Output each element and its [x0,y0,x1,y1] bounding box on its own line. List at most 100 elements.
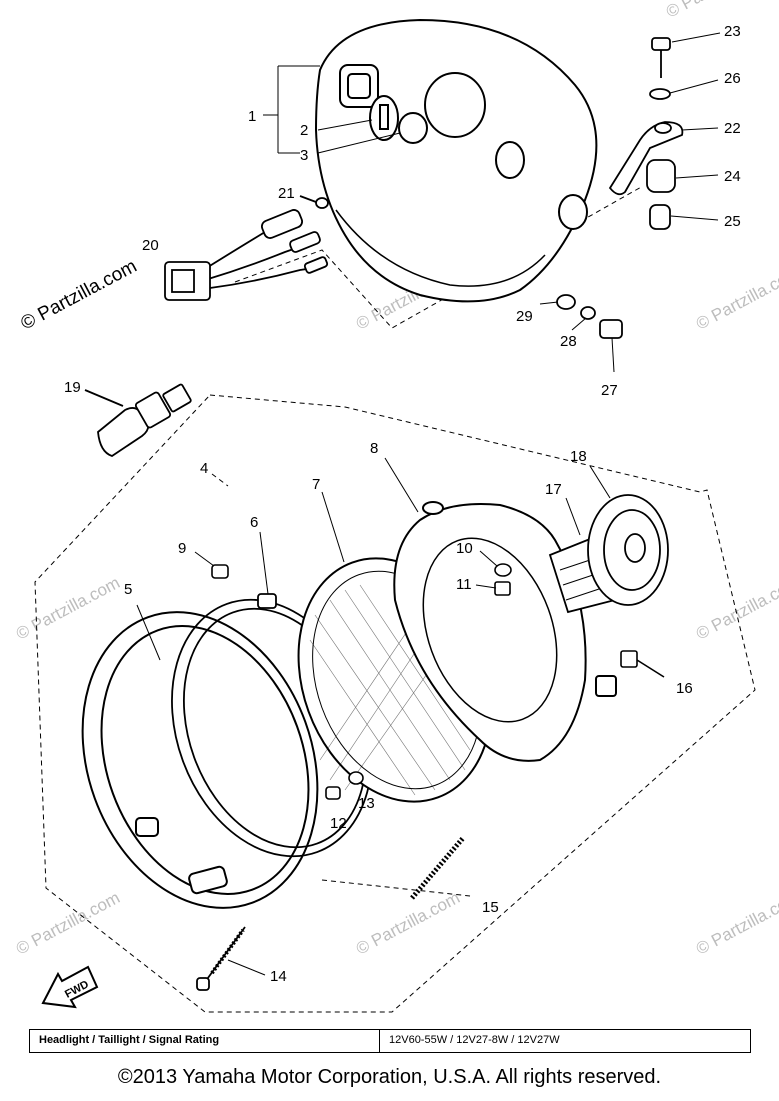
leader-24 [675,174,719,179]
leader-18 [589,465,611,499]
rim-inner [100,625,310,895]
adjust-screw-14-thread [210,928,245,975]
watermark-dark: © Partzilla.com [17,256,140,335]
bulb-socket-assembly [548,494,669,614]
callout-18: 18 [570,448,587,465]
collar-25 [649,204,671,230]
callout-22: 22 [724,120,741,137]
callout-6: 6 [250,514,258,531]
callout-14: 14 [270,968,287,985]
watermark: © Partzilla.com [663,0,773,22]
leader-23 [671,32,721,43]
rim-tab [135,817,159,837]
small-hardware [211,563,665,800]
damper-24 [646,159,676,193]
screw-21 [299,195,329,209]
leader-14 [227,959,266,976]
body-shell [393,503,587,762]
washer-28 [580,306,596,320]
grommet-parts [369,95,428,144]
callout-29: 29 [516,308,533,325]
leader-3 [317,132,401,154]
callout-leaders [136,32,721,661]
callout-leader-4 [211,473,229,487]
watermark: © Partzilla.com [693,263,779,334]
housing-hole-large [424,72,486,138]
callout-7: 7 [312,476,320,493]
leader-9 [194,551,215,567]
rating-table: Headlight / Taillight / Signal Rating 12… [29,1029,751,1053]
housing-fasteners [556,294,623,339]
adjust-spring-15 [410,836,465,900]
headlight-rim [81,611,319,909]
callout-10: 10 [456,540,473,557]
rim-tab [188,865,228,895]
washer-29 [556,294,576,310]
nut-11 [494,581,511,596]
cover-18-center [624,533,646,563]
rim-outer [81,611,319,909]
washer-26 [649,88,671,100]
wire-sleeve [260,209,304,239]
leader-8 [384,457,419,513]
watermark: © Partzilla.com [353,888,463,959]
connector-face [171,269,195,293]
callout-15: 15 [482,899,499,916]
mount-bracket-parts [608,37,684,230]
callout-21: 21 [278,185,295,202]
callout-19: 19 [64,379,81,396]
watermark: © Partzilla.com [693,573,779,644]
fwd-arrow-icon: FWD [41,965,99,1009]
screw-head [315,197,329,209]
body-tab [422,501,444,515]
callout-8: 8 [370,440,378,457]
screw-leader [299,195,317,203]
copyright-notice: ©2013 Yamaha Motor Corporation, U.S.A. A… [117,1066,662,1088]
callout-17: 17 [545,481,562,498]
wire-harness [164,209,329,301]
watermark: © Partzilla.com [693,888,779,959]
adjust-screw-14-head [196,977,210,991]
bracket-22-hole [654,122,672,134]
leader-27 [611,337,615,373]
watermark: © Partzilla.com [13,888,123,959]
callout-20: 20 [142,237,159,254]
leader-10 [479,550,498,567]
body-opening [422,537,558,723]
bracket-22 [608,121,684,196]
screw-9 [211,564,229,579]
leader-6 [259,531,269,595]
bulb-base [134,391,172,429]
bolt-27 [599,319,623,339]
watermark: © Partzilla.com [13,573,123,644]
bulb-terminal [162,383,192,413]
screw-12 [325,786,341,800]
leader-5 [136,604,161,661]
callout-12: 12 [330,815,347,832]
leader-28 [571,317,587,331]
washer-13 [348,771,364,785]
callout-4: 4 [200,460,208,477]
wire-terminal [303,256,329,274]
bulb-glass [97,407,150,457]
grommet-cap [398,112,428,144]
body-bracket [595,675,617,697]
nut-10 [494,563,512,577]
rating-label: Headlight / Taillight / Signal Rating [30,1030,380,1052]
callout-28: 28 [560,333,577,350]
clip-16 [620,650,638,668]
callout-3: 3 [300,147,308,164]
cover-18-inner [603,509,661,591]
callout-24: 24 [724,168,741,185]
headlight-housing [314,18,598,303]
housing-rim [335,209,546,287]
callout-2: 2 [300,122,308,139]
leader-11 [475,584,497,589]
callout-9: 9 [178,540,186,557]
callout-11: 11 [456,576,472,593]
housing-grommet-inner [347,73,371,99]
callout-labels: 1 2 3 4 5 6 7 8 9 10 11 12 13 14 15 16 1… [64,23,741,985]
housing-hole-side [495,141,525,179]
leader-16 [636,659,665,678]
callout-26: 26 [724,70,741,87]
